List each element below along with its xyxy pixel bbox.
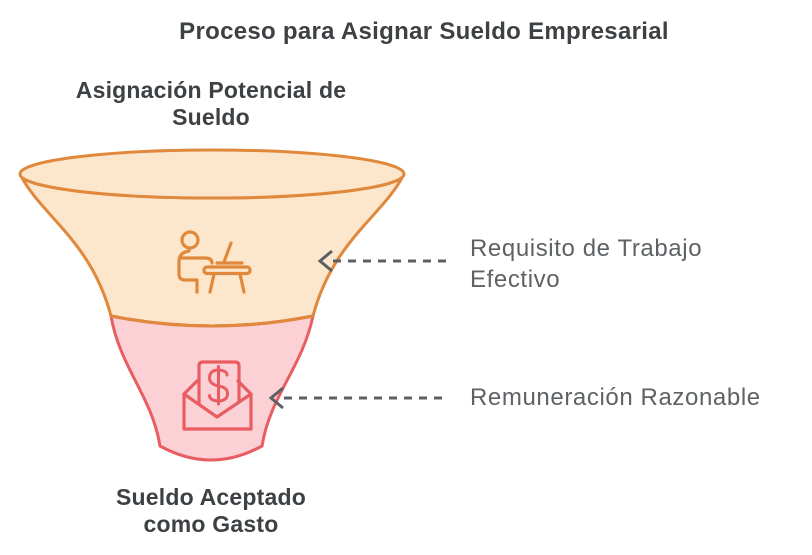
- person-working-at-desk-icon: [177, 230, 252, 294]
- annotation-requisito-trabajo: Requisito de Trabajo Efectivo: [470, 235, 703, 293]
- arrowhead-icon: [268, 386, 284, 410]
- funnel-bottom-label: Sueldo Aceptado como Gasto: [116, 484, 306, 537]
- arrowhead-icon: [317, 249, 333, 273]
- envelope-left-flap: [182, 379, 199, 396]
- funnel-rim: [18, 148, 406, 200]
- envelope-pocket: [182, 392, 253, 431]
- envelope-right-flap: [236, 379, 253, 396]
- funnel-stage-top: [18, 148, 406, 328]
- dollar-sign: [208, 365, 229, 406]
- annotation-arrow-bottom: [268, 386, 448, 410]
- funnel-top-label: Asignación Potencial de Sueldo: [75, 77, 347, 130]
- money-envelope-icon: [182, 360, 253, 431]
- annotation-arrow-top: [317, 249, 448, 273]
- page-title: Proceso para Asignar Sueldo Empresarial: [179, 18, 669, 45]
- annotation-remuneracion-razonable: Remuneración Razonable: [470, 384, 761, 411]
- funnel-stage-divider: [109, 314, 315, 328]
